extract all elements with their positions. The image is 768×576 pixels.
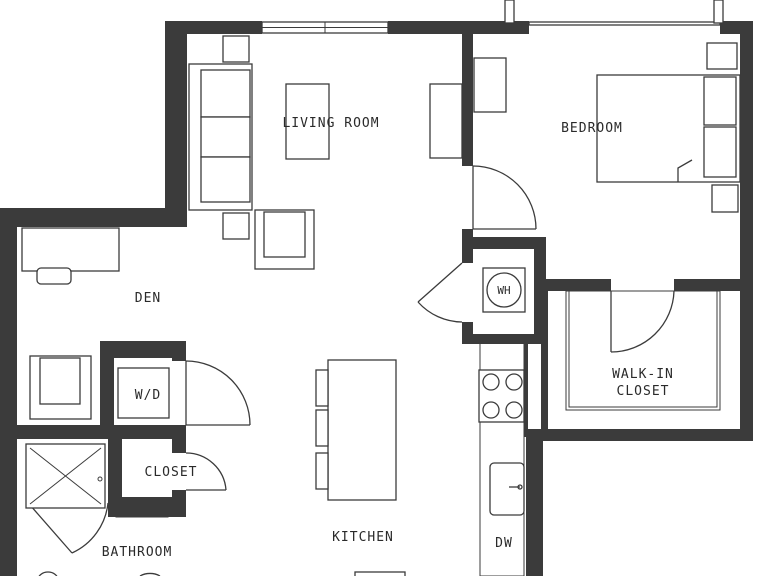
- interior-walls: [17, 34, 740, 517]
- kitchen-fixtures: [315, 336, 525, 576]
- label-bedroom: BEDROOM: [561, 121, 623, 136]
- water-heater: [482, 267, 526, 313]
- label-den: DEN: [135, 291, 161, 306]
- living-room-furniture: [188, 35, 463, 270]
- label-kitchen: KITCHEN: [332, 530, 394, 545]
- label-wd: W/D: [135, 388, 161, 403]
- doors: [29, 165, 675, 554]
- washer-dryer: [117, 367, 170, 419]
- walk-in-shelves: [565, 290, 721, 411]
- label-dw: DW: [495, 536, 513, 551]
- room-labels: LIVING ROOM BEDROOM DEN WALK-IN CLOSET W…: [102, 116, 674, 560]
- den-furniture: [21, 227, 120, 420]
- label-bathroom: BATHROOM: [102, 545, 173, 560]
- label-closet-walk-in: CLOSET: [617, 384, 670, 399]
- windows: [261, 0, 724, 34]
- exterior-walls: [0, 21, 753, 576]
- kitchen-bottom-window: [354, 571, 406, 576]
- label-closet: CLOSET: [145, 465, 198, 480]
- bedroom-furniture: [473, 42, 741, 213]
- label-living-room: LIVING ROOM: [282, 116, 379, 131]
- label-walk-in: WALK-IN: [612, 367, 674, 382]
- bathroom-fixtures: [25, 443, 169, 576]
- label-water-heater: WH: [497, 284, 510, 297]
